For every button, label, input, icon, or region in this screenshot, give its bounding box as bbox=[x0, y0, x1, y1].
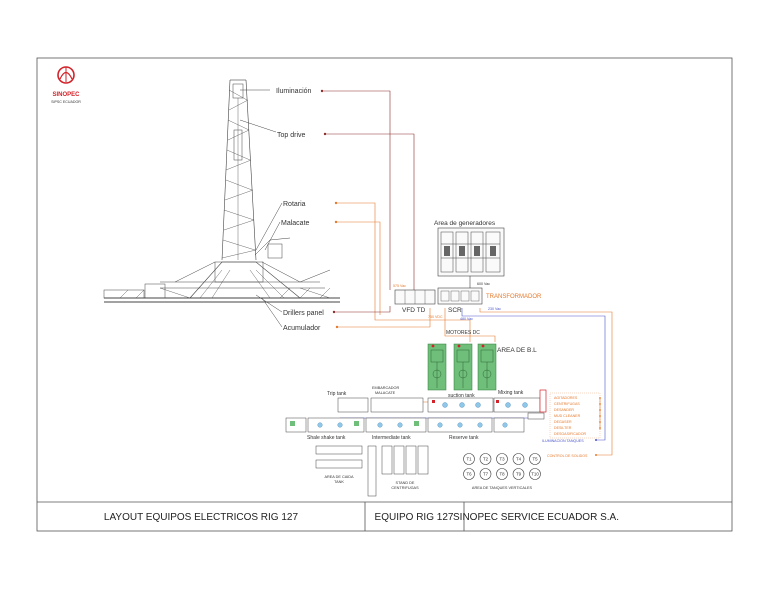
solids-control-list: AGITADORES CENTRIFUGAS DESANDER MUD CLEA… bbox=[542, 392, 601, 458]
title-company: SINOPEC SERVICE ECUADOR S.A. bbox=[453, 512, 619, 523]
area-caida-2: TANK bbox=[334, 480, 344, 484]
lighting-tanques: ILUMINACION TANQUES bbox=[542, 439, 584, 443]
lower-area: AREA DE CAIDA TANK STAND DE CENTRIFUGAS bbox=[315, 445, 429, 497]
mud-tank-system: Trip tank EMBARCADOR MALACATE suction ta… bbox=[285, 386, 547, 441]
equip-6: DESGASIFICADOR bbox=[554, 432, 587, 436]
sinopec-logo: SINOPEC SIPSC ECUADOR bbox=[51, 66, 81, 104]
equip-5: DESILTER bbox=[554, 426, 572, 430]
brand-sub: SIPSC ECUADOR bbox=[51, 100, 81, 104]
callout-malacate: Malacate bbox=[281, 220, 310, 227]
title-equipo: EQUIPO RIG 127 bbox=[375, 512, 454, 523]
power-house: TRANSFORMADOR SCR VFD TD 575 Vac 750 VDC… bbox=[393, 284, 542, 321]
drawing-frame bbox=[36, 57, 733, 532]
scr-label: SCR bbox=[448, 307, 462, 314]
tank-shale: Shale shake tank bbox=[307, 435, 346, 441]
brand-name: SINOPEC bbox=[52, 92, 80, 98]
vertical-tank bbox=[529, 453, 541, 465]
voltage-480: 480 Vac bbox=[460, 317, 473, 321]
power-cables bbox=[320, 89, 613, 456]
vertical-tank bbox=[463, 468, 475, 480]
motors-area: AREA DE B.L bbox=[497, 347, 537, 354]
vertical-tank-label: T9 bbox=[516, 472, 522, 477]
vertical-tank bbox=[479, 453, 492, 465]
generators-title: Area de generadores bbox=[434, 220, 496, 227]
generator-area: Area de generadores 600 Vac 230 Vac bbox=[434, 220, 505, 311]
tank-trip: Trip tank bbox=[327, 391, 347, 397]
tank-mixing: Mixing tank bbox=[498, 390, 524, 396]
area-caida: AREA DE CAIDA bbox=[324, 475, 354, 479]
vertical-tank-label: T4 bbox=[516, 457, 522, 462]
voltage-575: 575 Vac bbox=[393, 284, 406, 288]
vertical-tank bbox=[496, 453, 508, 465]
equip-2: DESANDER bbox=[554, 408, 574, 412]
callout-drillers-panel: Drillers panel bbox=[283, 310, 324, 317]
tank-intermediate: Intermediate tank bbox=[372, 435, 411, 441]
equip-3: MUD CLEANER bbox=[554, 414, 581, 418]
tank-suction: suction tank bbox=[448, 393, 475, 399]
tank-embarcador-1: EMBARCADOR bbox=[372, 386, 399, 390]
callout-rotaria: Rotaria bbox=[283, 201, 306, 208]
vertical-tank-label: T2 bbox=[483, 457, 489, 462]
callout-iluminacion: Iluminación bbox=[276, 88, 312, 95]
motors-title: MOTORES DC bbox=[446, 330, 480, 336]
transformador-label: TRANSFORMADOR bbox=[486, 294, 542, 300]
gen-voltage-230: 230 Vac bbox=[488, 307, 501, 311]
tank-embarcador-2: MALACATE bbox=[375, 391, 396, 395]
vertical-tank bbox=[512, 453, 525, 465]
vertical-tank-label: T1 bbox=[466, 457, 472, 462]
equip-0: AGITADORES bbox=[554, 396, 578, 400]
vertical-tanks-title: AREA DE TANQUES VERTICALES bbox=[472, 486, 533, 490]
vertical-tank-label: T3 bbox=[499, 457, 505, 462]
vfd-label: VFD TD bbox=[402, 307, 426, 314]
vertical-tank bbox=[529, 468, 541, 480]
lighting-solidos: CONTROL DE SOLIDOS bbox=[547, 454, 588, 458]
vertical-tank-label: T7 bbox=[483, 472, 489, 477]
callout-leaders bbox=[239, 89, 283, 328]
vertical-tank bbox=[496, 468, 508, 480]
vertical-tank-label: T5 bbox=[532, 457, 538, 462]
stand-label: STAND DE bbox=[396, 481, 415, 485]
vertical-tank-label: T6 bbox=[466, 472, 472, 477]
tank-reserve: Reserve tank bbox=[449, 435, 479, 441]
voltage-750: 750 VDC bbox=[428, 315, 443, 319]
callout-acumulador: Acumulador bbox=[283, 325, 321, 332]
vertical-tank bbox=[479, 468, 492, 480]
vertical-tank bbox=[512, 468, 525, 480]
callout-top-drive: Top drive bbox=[277, 132, 306, 139]
dc-motors: MOTORES DC AREA DE B.L bbox=[427, 330, 537, 391]
vertical-tank bbox=[463, 453, 475, 465]
equip-1: CENTRIFUGAS bbox=[554, 402, 580, 406]
equip-4: DEGASER bbox=[554, 420, 572, 424]
stand-label-2: CENTRIFUGAS bbox=[391, 486, 419, 490]
title-layout: LAYOUT EQUIPOS ELECTRICOS RIG 127 bbox=[104, 512, 299, 523]
gen-voltage-600: 600 Vac bbox=[477, 282, 490, 286]
vertical-tank-label: T10 bbox=[531, 472, 539, 477]
drilling-rig bbox=[103, 79, 340, 303]
vertical-tank-label: T8 bbox=[499, 472, 505, 477]
